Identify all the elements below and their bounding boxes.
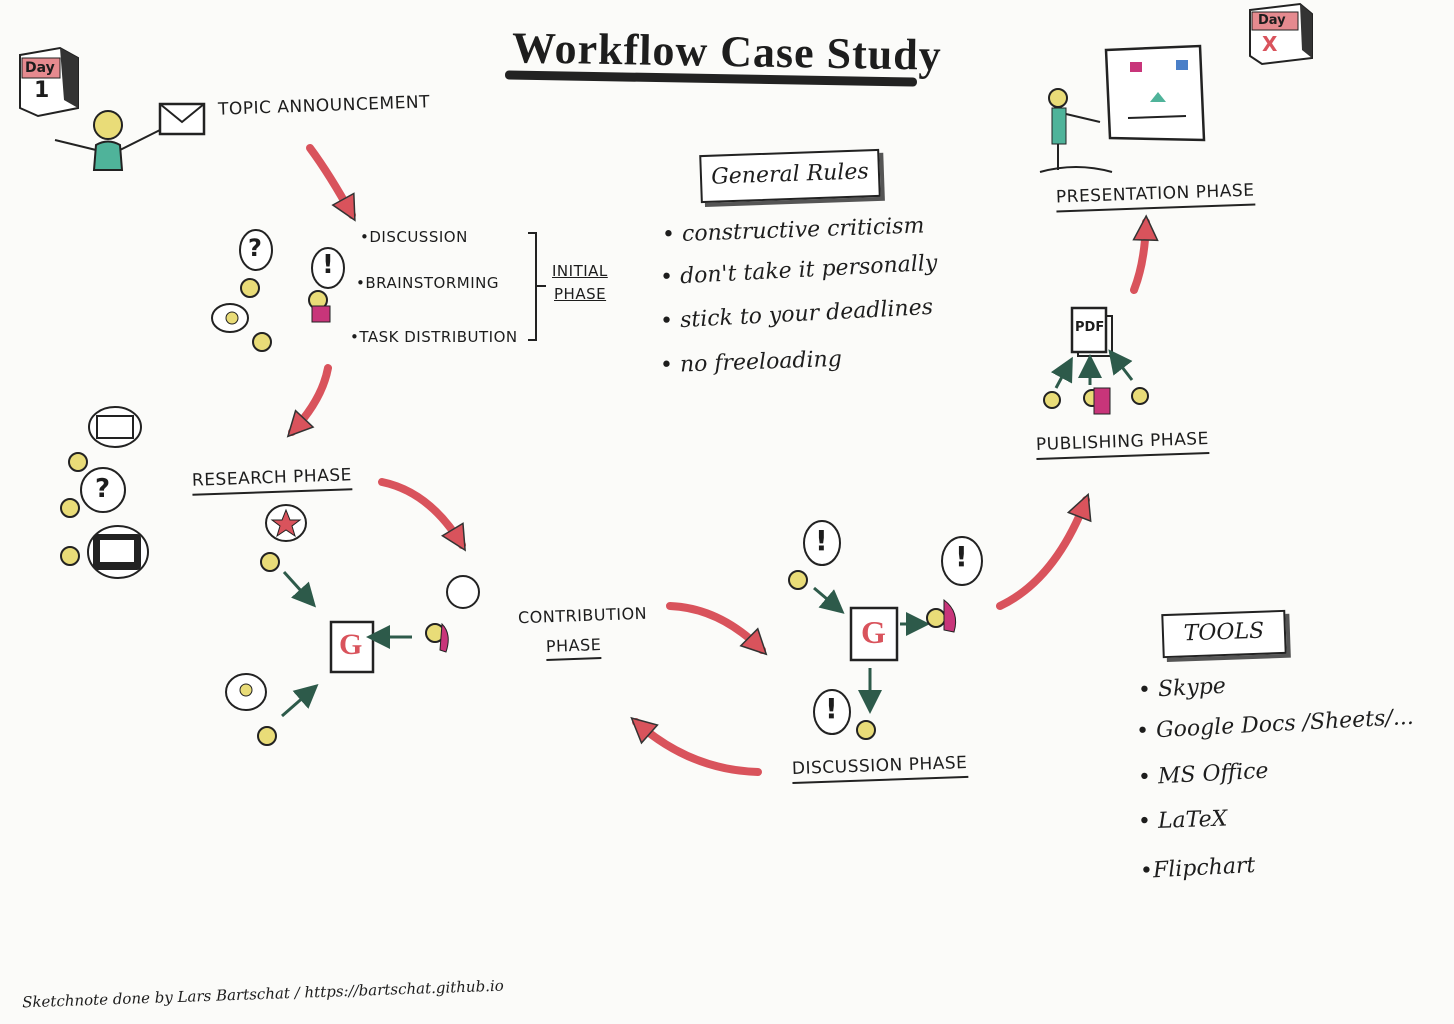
initial-phase-label-line1: INITIAL — [552, 262, 608, 280]
exclaim-symbol: ! — [815, 524, 828, 557]
day-1-calendar-icon — [19, 46, 79, 118]
question-mark-symbol: ? — [248, 234, 262, 262]
red-flow-arrows — [286, 144, 1159, 776]
arrow-contribution-to-discussion — [666, 602, 768, 656]
tool-item: • LaTeX — [1137, 806, 1228, 835]
day-1-number: 1 — [34, 78, 50, 103]
research-collaboration-icon — [225, 504, 480, 746]
initial-item-brainstorming: •BRAINSTORMING — [356, 274, 499, 292]
arrow-research-to-contribution — [378, 478, 466, 552]
arrow-discussion-to-contribution — [630, 716, 762, 776]
exclaim-symbol: ! — [955, 540, 968, 573]
google-doc-letter: G — [861, 614, 886, 650]
exclaim-symbol: ! — [322, 250, 334, 280]
day-x-number: X — [1262, 32, 1278, 56]
presentation-board-icon — [1039, 44, 1206, 173]
arrow-discussion-to-publishing — [996, 492, 1092, 610]
arrow-announcement-to-initial — [306, 144, 356, 222]
initial-item-task-distribution: •TASK DISTRIBUTION — [350, 328, 518, 346]
announcer-person-icon — [54, 110, 161, 171]
initial-phase-people-icon — [211, 229, 345, 352]
contribution-phase-label-line2: PHASE — [545, 635, 602, 661]
arrow-initial-to-research — [286, 364, 332, 438]
initial-phase-bracket — [528, 232, 546, 341]
general-rules-heading: General Rules — [699, 148, 881, 204]
tool-item: • Skype — [1137, 673, 1227, 704]
exclaim-symbol: ! — [825, 692, 838, 725]
publishing-collaboration-icon — [1043, 306, 1149, 415]
envelope-icon — [158, 102, 206, 136]
pdf-label: PDF — [1075, 320, 1105, 335]
google-doc-letter: G — [339, 628, 363, 661]
day-x-label: Day — [1258, 13, 1286, 28]
question-mark-symbol: ? — [95, 474, 111, 504]
day-x-calendar-icon — [1249, 2, 1313, 66]
arrow-publishing-to-presentation — [1130, 214, 1159, 294]
research-ideas-icon — [60, 406, 149, 579]
initial-item-discussion: •DISCUSSION — [360, 228, 468, 246]
tools-heading: TOOLS — [1161, 609, 1287, 659]
day-1-label: Day — [25, 60, 55, 76]
discussion-collaboration-icon — [788, 520, 983, 740]
initial-phase-label-line2: PHASE — [554, 285, 607, 303]
